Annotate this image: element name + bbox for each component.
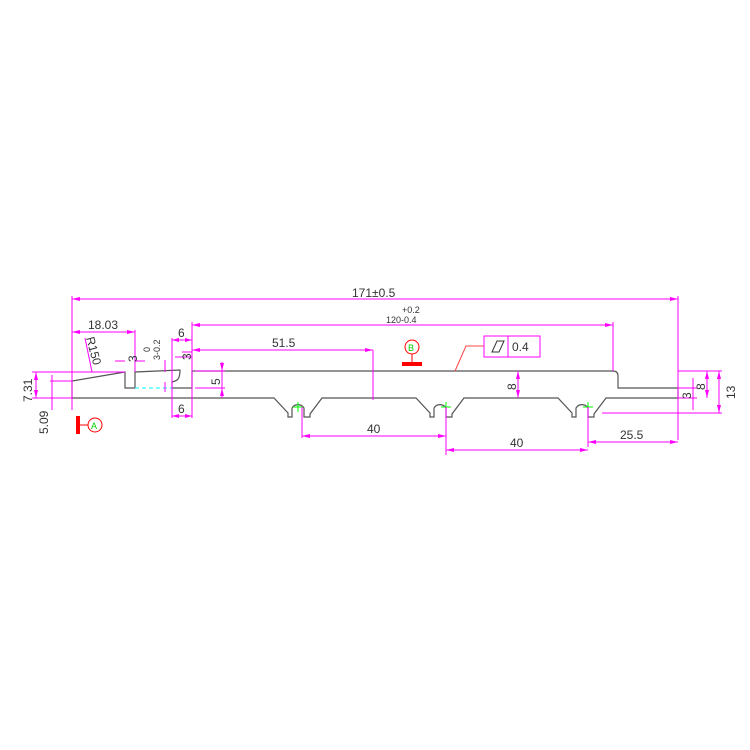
dim-120-upper-tol: +0.2 bbox=[402, 305, 420, 315]
profile-outline bbox=[71, 369, 679, 418]
dim-120: 120-0.4 bbox=[386, 315, 417, 325]
flatness-icon bbox=[491, 340, 505, 353]
dim-groove-width: 3 bbox=[126, 355, 140, 362]
dim-tol-zero: 0 bbox=[142, 347, 152, 352]
datum-a-label: A bbox=[91, 421, 97, 431]
dim-left-height-inner: 5.09 bbox=[37, 410, 51, 434]
dim-radius: R150 bbox=[83, 335, 104, 367]
dim-right-step: 3 bbox=[680, 392, 694, 399]
dim-notch-width-bottom: 6 bbox=[178, 402, 185, 416]
dim-to-center: 51.5 bbox=[272, 336, 296, 350]
datum-a: A bbox=[76, 416, 103, 434]
dim-notch-width-top: 6 bbox=[178, 326, 185, 340]
dim-notch-step: 3 bbox=[180, 353, 194, 360]
dim-pitch-2: 40 bbox=[510, 436, 524, 450]
dim-notch-tol: 3-0.2 bbox=[152, 339, 162, 360]
dim-pitch-1: 40 bbox=[367, 422, 381, 436]
dim-right-height: 8 bbox=[694, 383, 708, 390]
dim-left-offset: 18.03 bbox=[88, 318, 118, 332]
dim-left-height-outer: 7.31 bbox=[21, 378, 35, 402]
dim-notch-depth: 5 bbox=[209, 378, 223, 385]
dim-total-height: 13 bbox=[724, 385, 738, 399]
dim-overall-length: 171±0.5 bbox=[352, 286, 396, 300]
dimension-lines bbox=[32, 296, 722, 455]
dim-end-offset: 25.5 bbox=[620, 428, 644, 442]
flatness-value: 0.4 bbox=[512, 340, 529, 354]
datum-b: B bbox=[402, 339, 422, 366]
flatness-frame: 0.4 bbox=[491, 340, 529, 354]
groove-centers bbox=[293, 402, 593, 412]
datum-b-label: B bbox=[408, 343, 414, 353]
dim-body-thickness: 8 bbox=[505, 383, 519, 390]
